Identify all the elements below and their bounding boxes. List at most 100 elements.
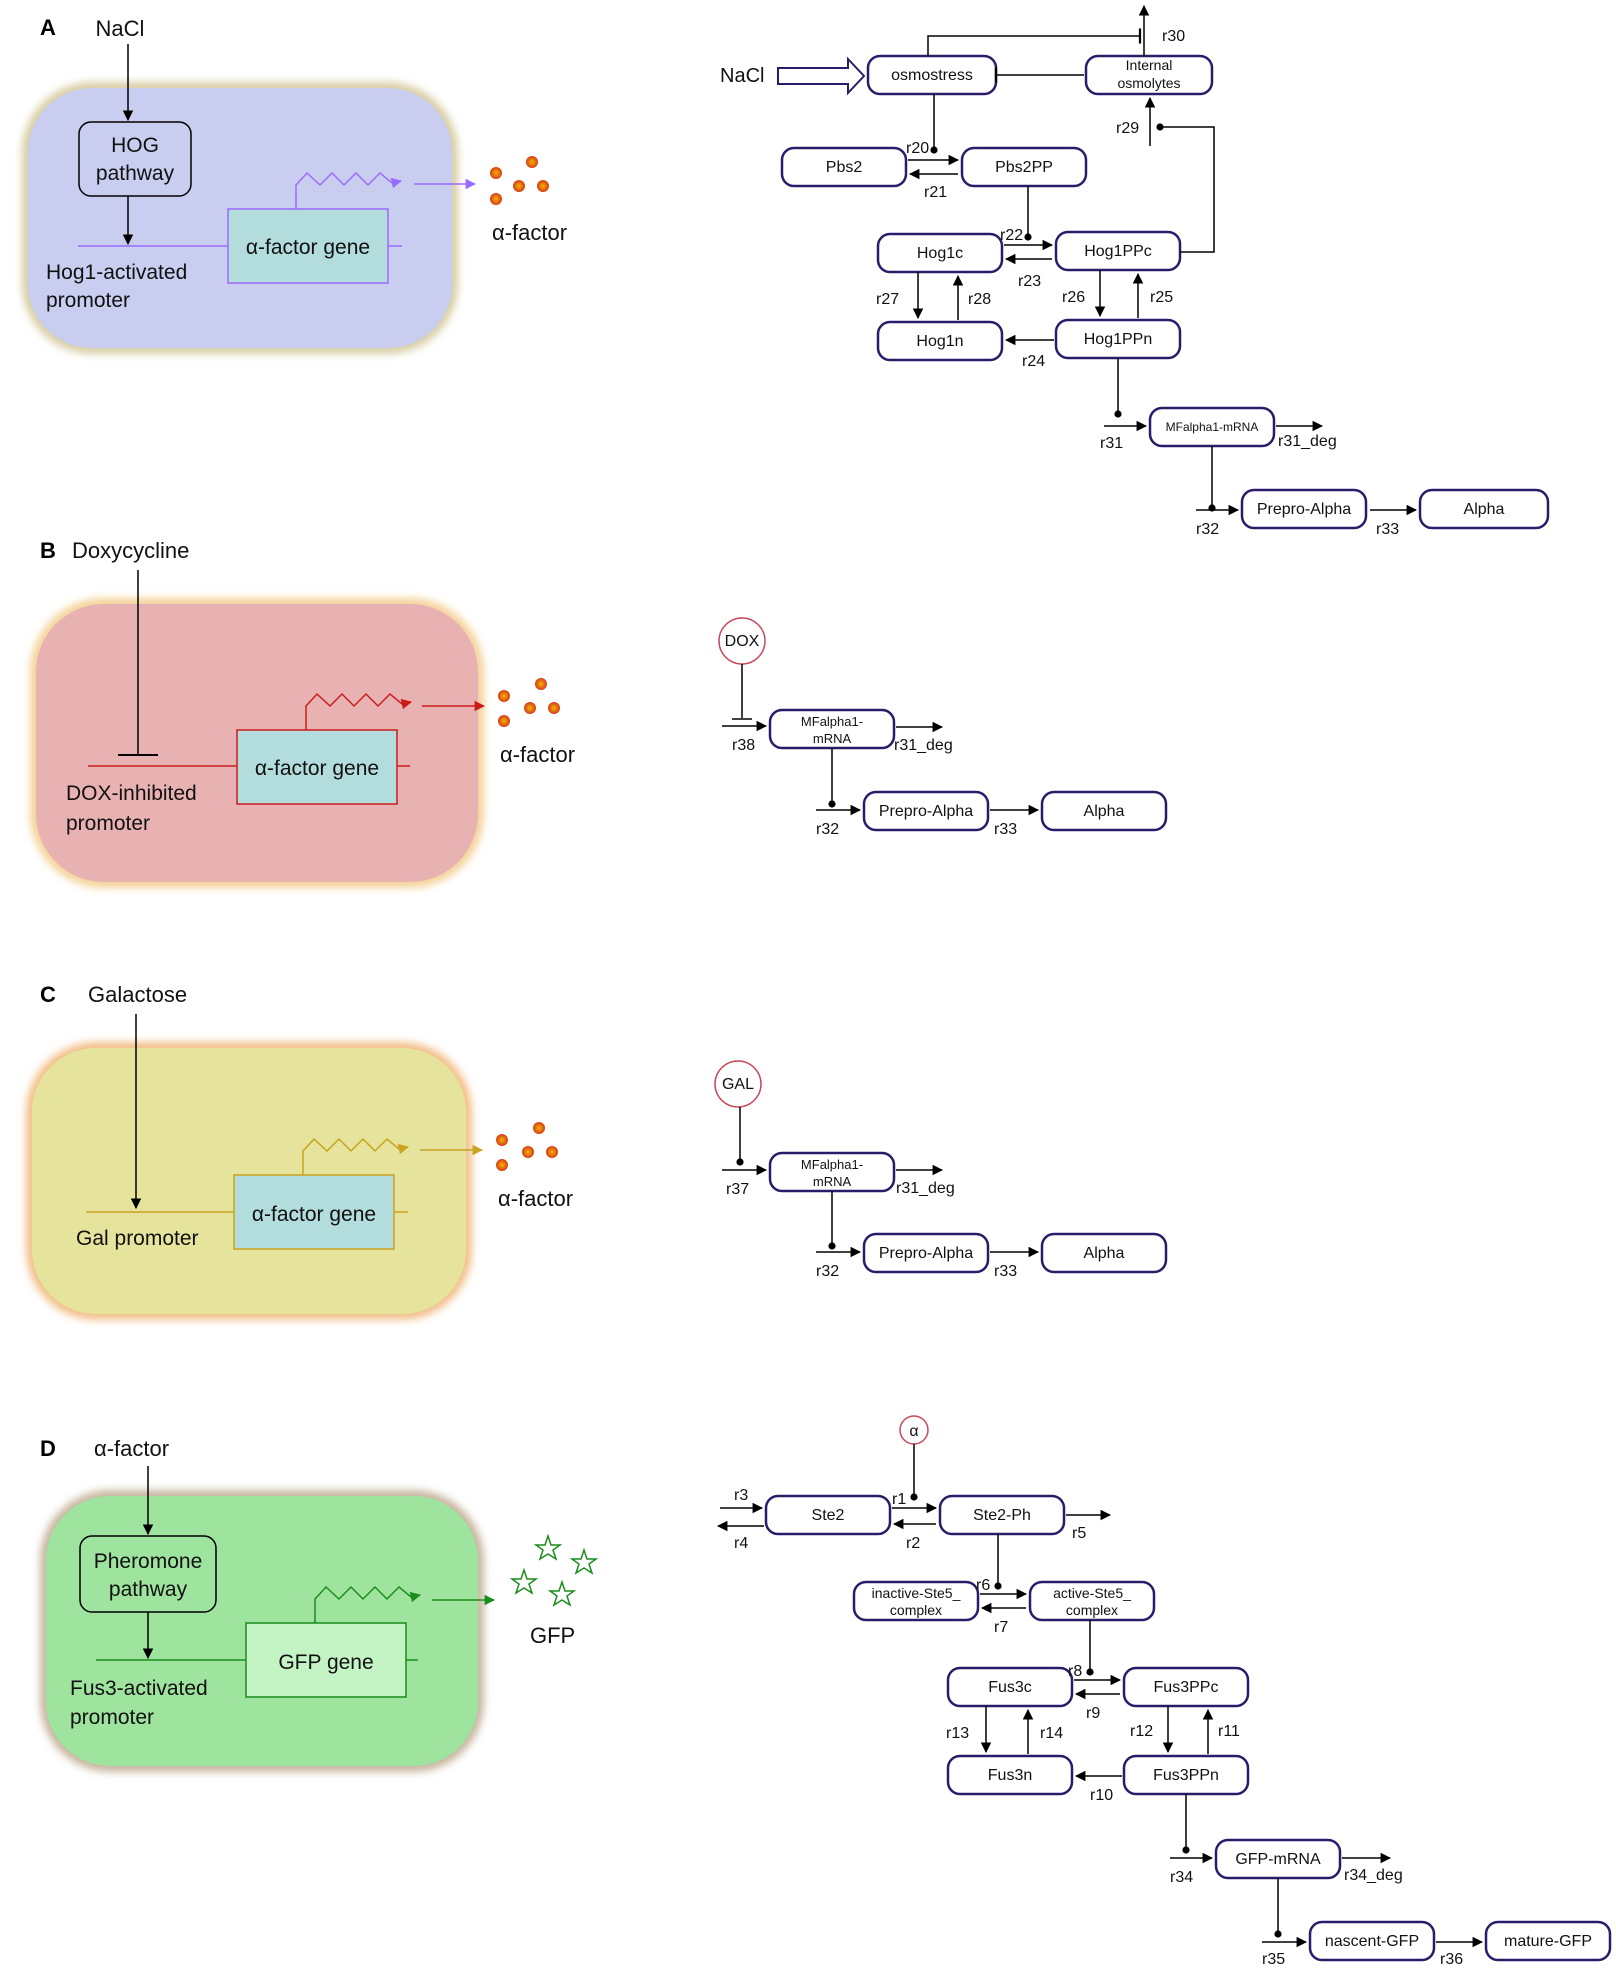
panel-letter-d: D <box>40 1436 56 1461</box>
node-alpha-b <box>1040 790 1168 832</box>
pheromone-pathway-line2: pathway <box>109 1578 188 1601</box>
label-r34-deg: r34_deg <box>1344 1867 1403 1884</box>
label-r33-b: r33 <box>994 821 1017 838</box>
label-r3: r3 <box>734 1487 748 1504</box>
input-label-d: α-factor <box>94 1436 169 1461</box>
node-active-ste5-complex <box>1028 1580 1156 1622</box>
promoter-d-line1: Fus3-activated <box>70 1677 208 1700</box>
label-r37: r37 <box>726 1181 749 1198</box>
gene-box-a <box>227 208 389 284</box>
node-inactive-ste5-label1: inactive-Ste5_ <box>872 1585 961 1601</box>
hog-pathway-box <box>78 121 192 197</box>
network-d: α Ste2 Ste2-Ph r1 r2 r3 r4 r5 inactive-S… <box>716 1415 1612 1968</box>
node-internal-osmolytes <box>1084 54 1214 96</box>
node-gfp-mrna-label: GFP-mRNA <box>1235 1851 1321 1868</box>
gene-label-d: GFP gene <box>278 1651 373 1674</box>
node-hog1ppn-label: Hog1PPn <box>1084 331 1153 348</box>
node-nascent-gfp <box>1308 1920 1436 1962</box>
node-fus3ppc-label: Fus3PPc <box>1154 1679 1219 1696</box>
label-r36: r36 <box>1440 1951 1463 1968</box>
input-label-b: Doxycycline <box>72 538 189 563</box>
panel-c-cartoon: C Galactose α-factor gene Gal promoter α… <box>26 982 573 1320</box>
node-osmostress-label: osmostress <box>891 67 973 84</box>
product-label-c: α-factor <box>498 1186 573 1211</box>
node-mrna-c-label2: mRNA <box>813 1174 852 1189</box>
promoter-d-line2: promoter <box>70 1706 154 1729</box>
label-r23: r23 <box>1018 273 1041 290</box>
input-label-a: NaCl <box>96 16 145 41</box>
node-active-ste5-label2: complex <box>1066 1602 1118 1618</box>
label-r1: r1 <box>892 1491 906 1508</box>
label-r7: r7 <box>994 1619 1008 1636</box>
node-mfalpha1-mrna-a-label: MFalpha1-mRNA <box>1166 420 1259 434</box>
node-fus3ppc <box>1122 1666 1250 1708</box>
label-r2: r2 <box>906 1535 920 1552</box>
label-r32-b: r32 <box>816 821 839 838</box>
label-r12: r12 <box>1130 1723 1153 1740</box>
label-r21: r21 <box>924 184 947 201</box>
panel-letter-b: B <box>40 538 56 563</box>
node-fus3c-label: Fus3c <box>988 1679 1032 1696</box>
label-r24: r24 <box>1022 353 1045 370</box>
mrna-squiggle-d <box>314 1585 422 1623</box>
node-inactive-ste5-label2: complex <box>890 1602 942 1618</box>
gene-box-b <box>236 729 398 805</box>
label-r31-deg-c: r31_deg <box>896 1180 955 1197</box>
gene-label-a: α-factor gene <box>246 236 370 259</box>
panel-b-cartoon: B Doxycycline α-factor gene DOX-inhibite… <box>30 538 575 888</box>
hog-pathway-line1: HOG <box>111 134 159 157</box>
inhibit-r30 <box>927 28 1142 56</box>
node-prepro-alpha-a-label: Prepro-Alpha <box>1257 501 1351 518</box>
node-active-ste5-label1: active-Ste5_ <box>1053 1585 1131 1601</box>
promoter-b-line1: DOX-inhibited <box>66 782 197 805</box>
node-gal <box>714 1060 762 1108</box>
panel-a-cartoon: A NaCl HOG pathway α-factor gene Hog1-ac… <box>22 15 567 354</box>
label-r4: r4 <box>734 1535 748 1552</box>
node-hog1n <box>876 320 1004 362</box>
hog-pathway-line2: pathway <box>96 162 175 185</box>
label-r26: r26 <box>1062 289 1085 306</box>
pheromone-pathway-line1: Pheromone <box>94 1550 203 1573</box>
label-r9: r9 <box>1086 1705 1100 1722</box>
node-fus3n-label: Fus3n <box>988 1767 1032 1784</box>
label-r8: r8 <box>1068 1663 1082 1680</box>
node-gal-label: GAL <box>722 1076 754 1093</box>
node-hog1n-label: Hog1n <box>916 333 963 350</box>
label-r35: r35 <box>1262 1951 1285 1968</box>
node-hog1c <box>876 232 1004 274</box>
promoter-c-line1: Gal promoter <box>76 1227 199 1250</box>
node-alpha-a-label: Alpha <box>1464 501 1505 518</box>
panel-d-cartoon: D α-factor Pheromone pathway GFP gene Fu… <box>40 1436 599 1772</box>
node-ste2-ph-label: Ste2-Ph <box>973 1507 1031 1524</box>
node-prepro-alpha-c <box>862 1232 990 1274</box>
node-alpha-a <box>1418 488 1550 530</box>
promoter-a-line2: promoter <box>46 289 130 312</box>
node-alpha-c-label: Alpha <box>1084 1245 1125 1262</box>
mrna-squiggle-b <box>305 692 413 730</box>
label-r32-a: r32 <box>1196 521 1219 538</box>
node-mrna-c-label1: MFalpha1- <box>801 1157 863 1172</box>
node-prepro-alpha-b <box>862 790 990 832</box>
label-r38: r38 <box>732 737 755 754</box>
catalysis-hog1ppc-r29 <box>1156 123 1215 253</box>
node-ste2-ph <box>938 1494 1066 1536</box>
label-r29: r29 <box>1116 120 1139 137</box>
label-r33-a: r33 <box>1376 521 1399 538</box>
label-r13: r13 <box>946 1725 969 1742</box>
node-pbs2-label: Pbs2 <box>826 159 863 176</box>
node-mature-gfp <box>1484 1920 1612 1962</box>
node-alpha-symbol-label: α <box>909 1423 918 1440</box>
product-label-d: GFP <box>530 1623 575 1648</box>
node-nascent-gfp-label: nascent-GFP <box>1325 1933 1419 1950</box>
label-r33-c: r33 <box>994 1263 1017 1280</box>
label-r28: r28 <box>968 291 991 308</box>
alpha-factor-molecules-c <box>496 1122 558 1171</box>
input-label-c: Galactose <box>88 982 187 1007</box>
node-internal-label2: osmolytes <box>1117 75 1180 91</box>
net-a-nacl: NaCl <box>720 65 764 87</box>
node-prepro-alpha-c-label: Prepro-Alpha <box>879 1245 973 1262</box>
nacl-hollow-arrow <box>777 56 866 96</box>
node-mature-gfp-label: mature-GFP <box>1504 1933 1592 1950</box>
node-dox-label: DOX <box>725 633 760 650</box>
promoter-b-line2: promoter <box>66 812 150 835</box>
